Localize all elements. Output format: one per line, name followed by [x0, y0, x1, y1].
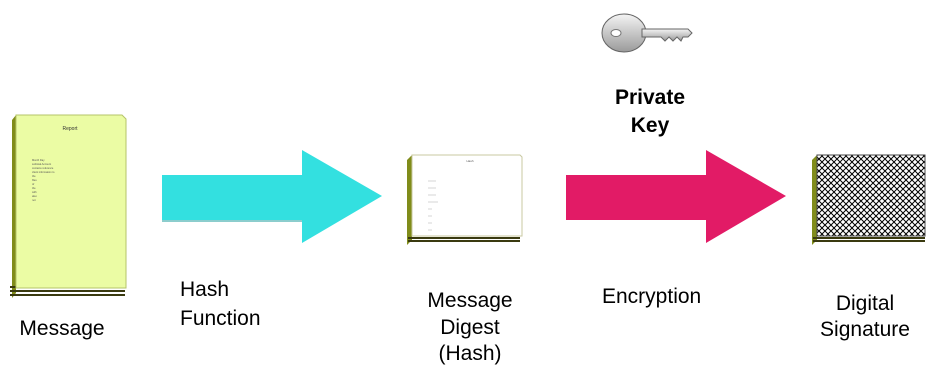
key-icon — [601, 13, 693, 53]
digest-label-line3: (Hash) — [438, 342, 502, 365]
message-doc-line: client information to — [32, 170, 55, 174]
digest-doc-title: Hash — [466, 159, 473, 163]
encryption-arrow — [566, 150, 786, 243]
digest-label-line2: Digest — [440, 316, 500, 339]
private-key-label-line2: Key — [630, 114, 670, 137]
message-digest-document: Hash — [407, 154, 523, 245]
message-doc-line: files — [32, 178, 37, 182]
signature-label-line2: Signature — [820, 318, 910, 341]
message-doc-line: subtotal Account — [32, 162, 51, 166]
digest-label-line1: Message — [427, 289, 513, 312]
signature-doc-side — [812, 155, 817, 245]
message-doc-line: Month Day — [32, 158, 45, 162]
message-doc-side — [12, 115, 16, 298]
message-document: Report Month Day subtotal Account contai… — [10, 114, 127, 298]
message-doc-line: contains reference — [32, 166, 54, 170]
message-doc-line: with — [32, 190, 37, 194]
hash-function-label-line1: Hash — [180, 278, 230, 301]
digest-doc-page — [411, 154, 523, 237]
message-label: Message — [19, 317, 105, 340]
hash-function-label-line2: Function — [180, 307, 261, 330]
digest-doc-side — [407, 155, 412, 245]
private-key-label-line1: Private — [614, 86, 686, 109]
message-doc-title: Report — [62, 126, 78, 132]
message-doc-line: the — [32, 186, 36, 190]
message-doc-line: also — [32, 194, 37, 198]
hash-function-arrow — [162, 150, 382, 243]
signature-pattern — [816, 154, 926, 237]
digest-doc-lines — [428, 180, 438, 231]
message-doc-line: not — [32, 198, 36, 202]
digital-signature-document — [812, 154, 926, 245]
message-doc-line: the — [32, 174, 36, 178]
message-doc-page — [15, 114, 127, 289]
signature-label-line1: Digital — [835, 292, 895, 315]
message-doc-lines: Month Day subtotal Account contains refe… — [32, 158, 55, 202]
message-doc-line: of — [32, 182, 34, 186]
encryption-label: Encryption — [602, 285, 702, 308]
